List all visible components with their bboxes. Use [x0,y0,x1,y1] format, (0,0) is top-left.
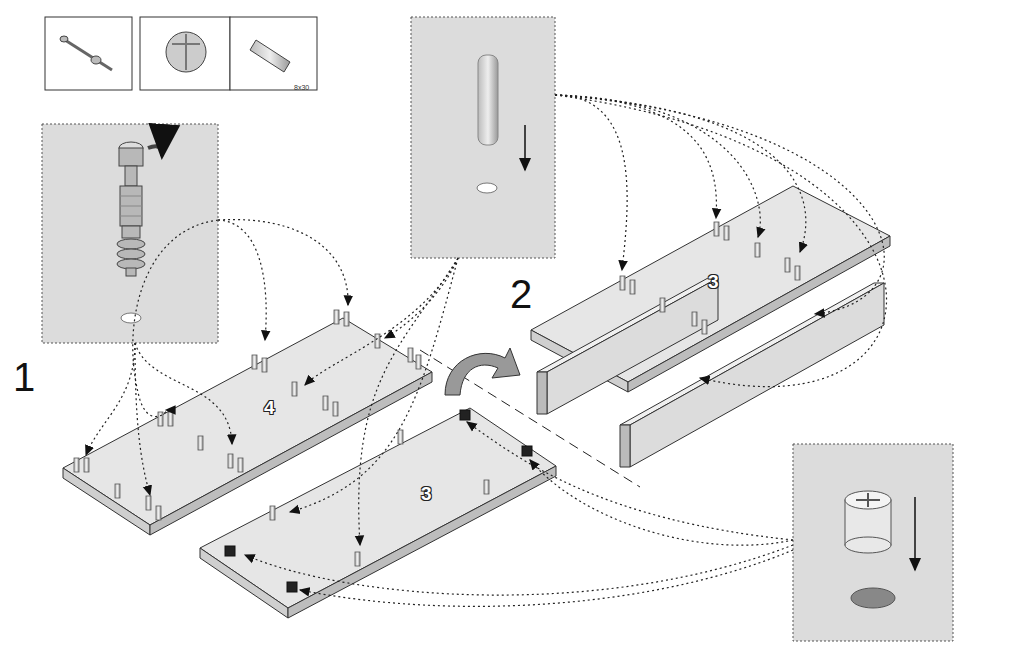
panel-number: 3 [708,272,719,291]
step-number: 1 [13,357,35,397]
part-size: 8x30 [294,84,309,91]
panel-number: 3 [421,484,432,503]
step-number: 2 [510,274,532,314]
panel-number: 4 [264,398,275,417]
